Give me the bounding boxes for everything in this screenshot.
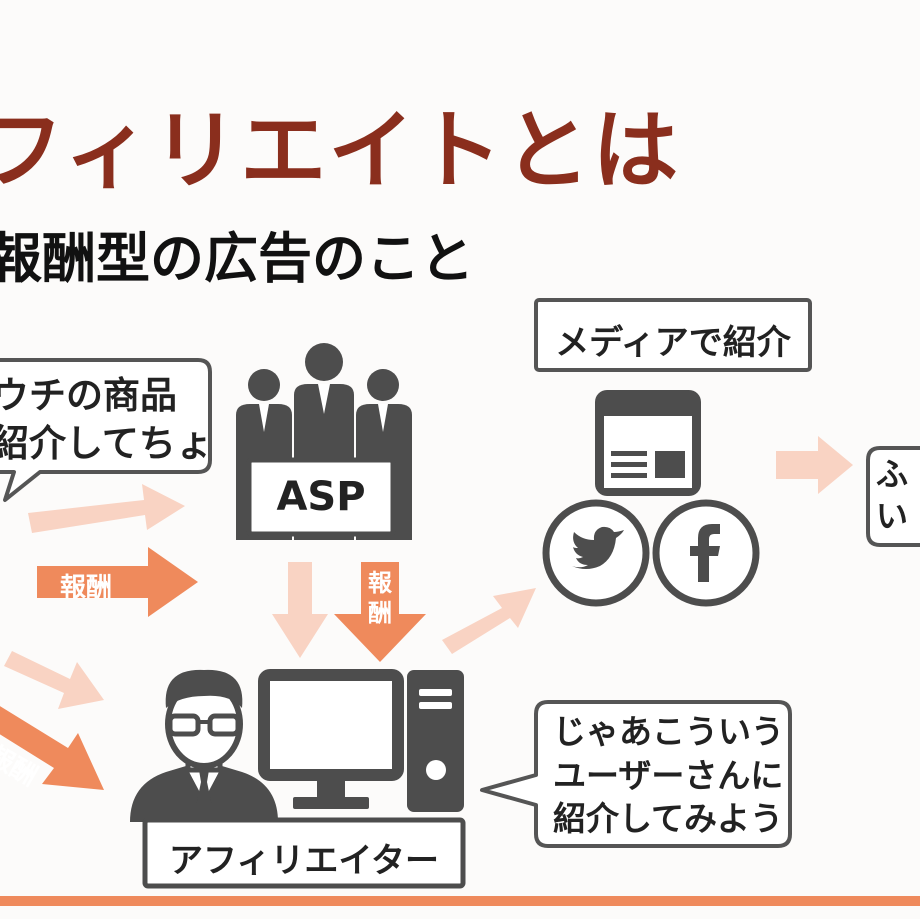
- facebook-icon: [652, 499, 760, 607]
- reward-label-down: 報酬: [368, 569, 392, 627]
- affiliator-speech-bubble: [480, 700, 792, 848]
- affiliator-bubble-text: じゃあこういう ユーザーさんに 紹介してみよう: [553, 710, 784, 841]
- arrow-affiliator-to-advertiser: [4, 651, 104, 709]
- advertiser-bubble-line2: 紹介してちょ: [0, 422, 213, 466]
- arrow-reward-to-affiliator: [0, 706, 104, 790]
- arrow-advertiser-to-asp: [28, 484, 185, 533]
- page-subtitle: 報酬型の広告のこと: [0, 227, 474, 290]
- bottom-accent-bar: [0, 896, 920, 906]
- blog-label: BLOG: [610, 422, 686, 447]
- page-title: フィリエイトとは: [0, 101, 681, 201]
- affiliator-label: アフィリエイター: [169, 841, 439, 881]
- arrow-reward-asp-down: [334, 562, 426, 662]
- arrow-media-to-user: [776, 436, 853, 494]
- arrow-reward-asp-to-advertiser: [37, 547, 198, 617]
- affiliator-bubble-line2: ユーザーさんに: [553, 755, 784, 795]
- monitor-icon: [258, 669, 404, 809]
- reward-label-asp: 報酬: [60, 573, 113, 603]
- twitter-icon: [542, 499, 650, 607]
- right-bubble-line1: ふ: [876, 455, 909, 493]
- right-bubble-line2: い: [876, 496, 909, 535]
- asp-box: [246, 457, 396, 537]
- affiliator-box: [142, 817, 466, 889]
- arrow-affiliator-to-media: [442, 588, 536, 654]
- media-box-label: メディアで紹介: [555, 323, 791, 363]
- advertiser-bubble-text: ウチの商品 紹介してちょ: [0, 372, 213, 468]
- right-speech-bubble: [866, 446, 920, 547]
- asp-label: ASP: [276, 474, 366, 520]
- advertiser-bubble-line1: ウチの商品: [0, 374, 177, 417]
- media-box: [534, 298, 812, 372]
- affiliator-bubble-line3: 紹介してみよう: [553, 799, 784, 839]
- arrow-asp-to-affiliator: [272, 562, 328, 658]
- right-bubble-text: ふ い: [876, 454, 908, 537]
- blog-icon: [595, 390, 701, 496]
- pc-tower-icon: [407, 670, 464, 812]
- advertiser-speech-bubble: [0, 358, 212, 502]
- affiliator-bubble-line1: じゃあこういう: [553, 712, 784, 751]
- businessman-icon: [130, 669, 278, 822]
